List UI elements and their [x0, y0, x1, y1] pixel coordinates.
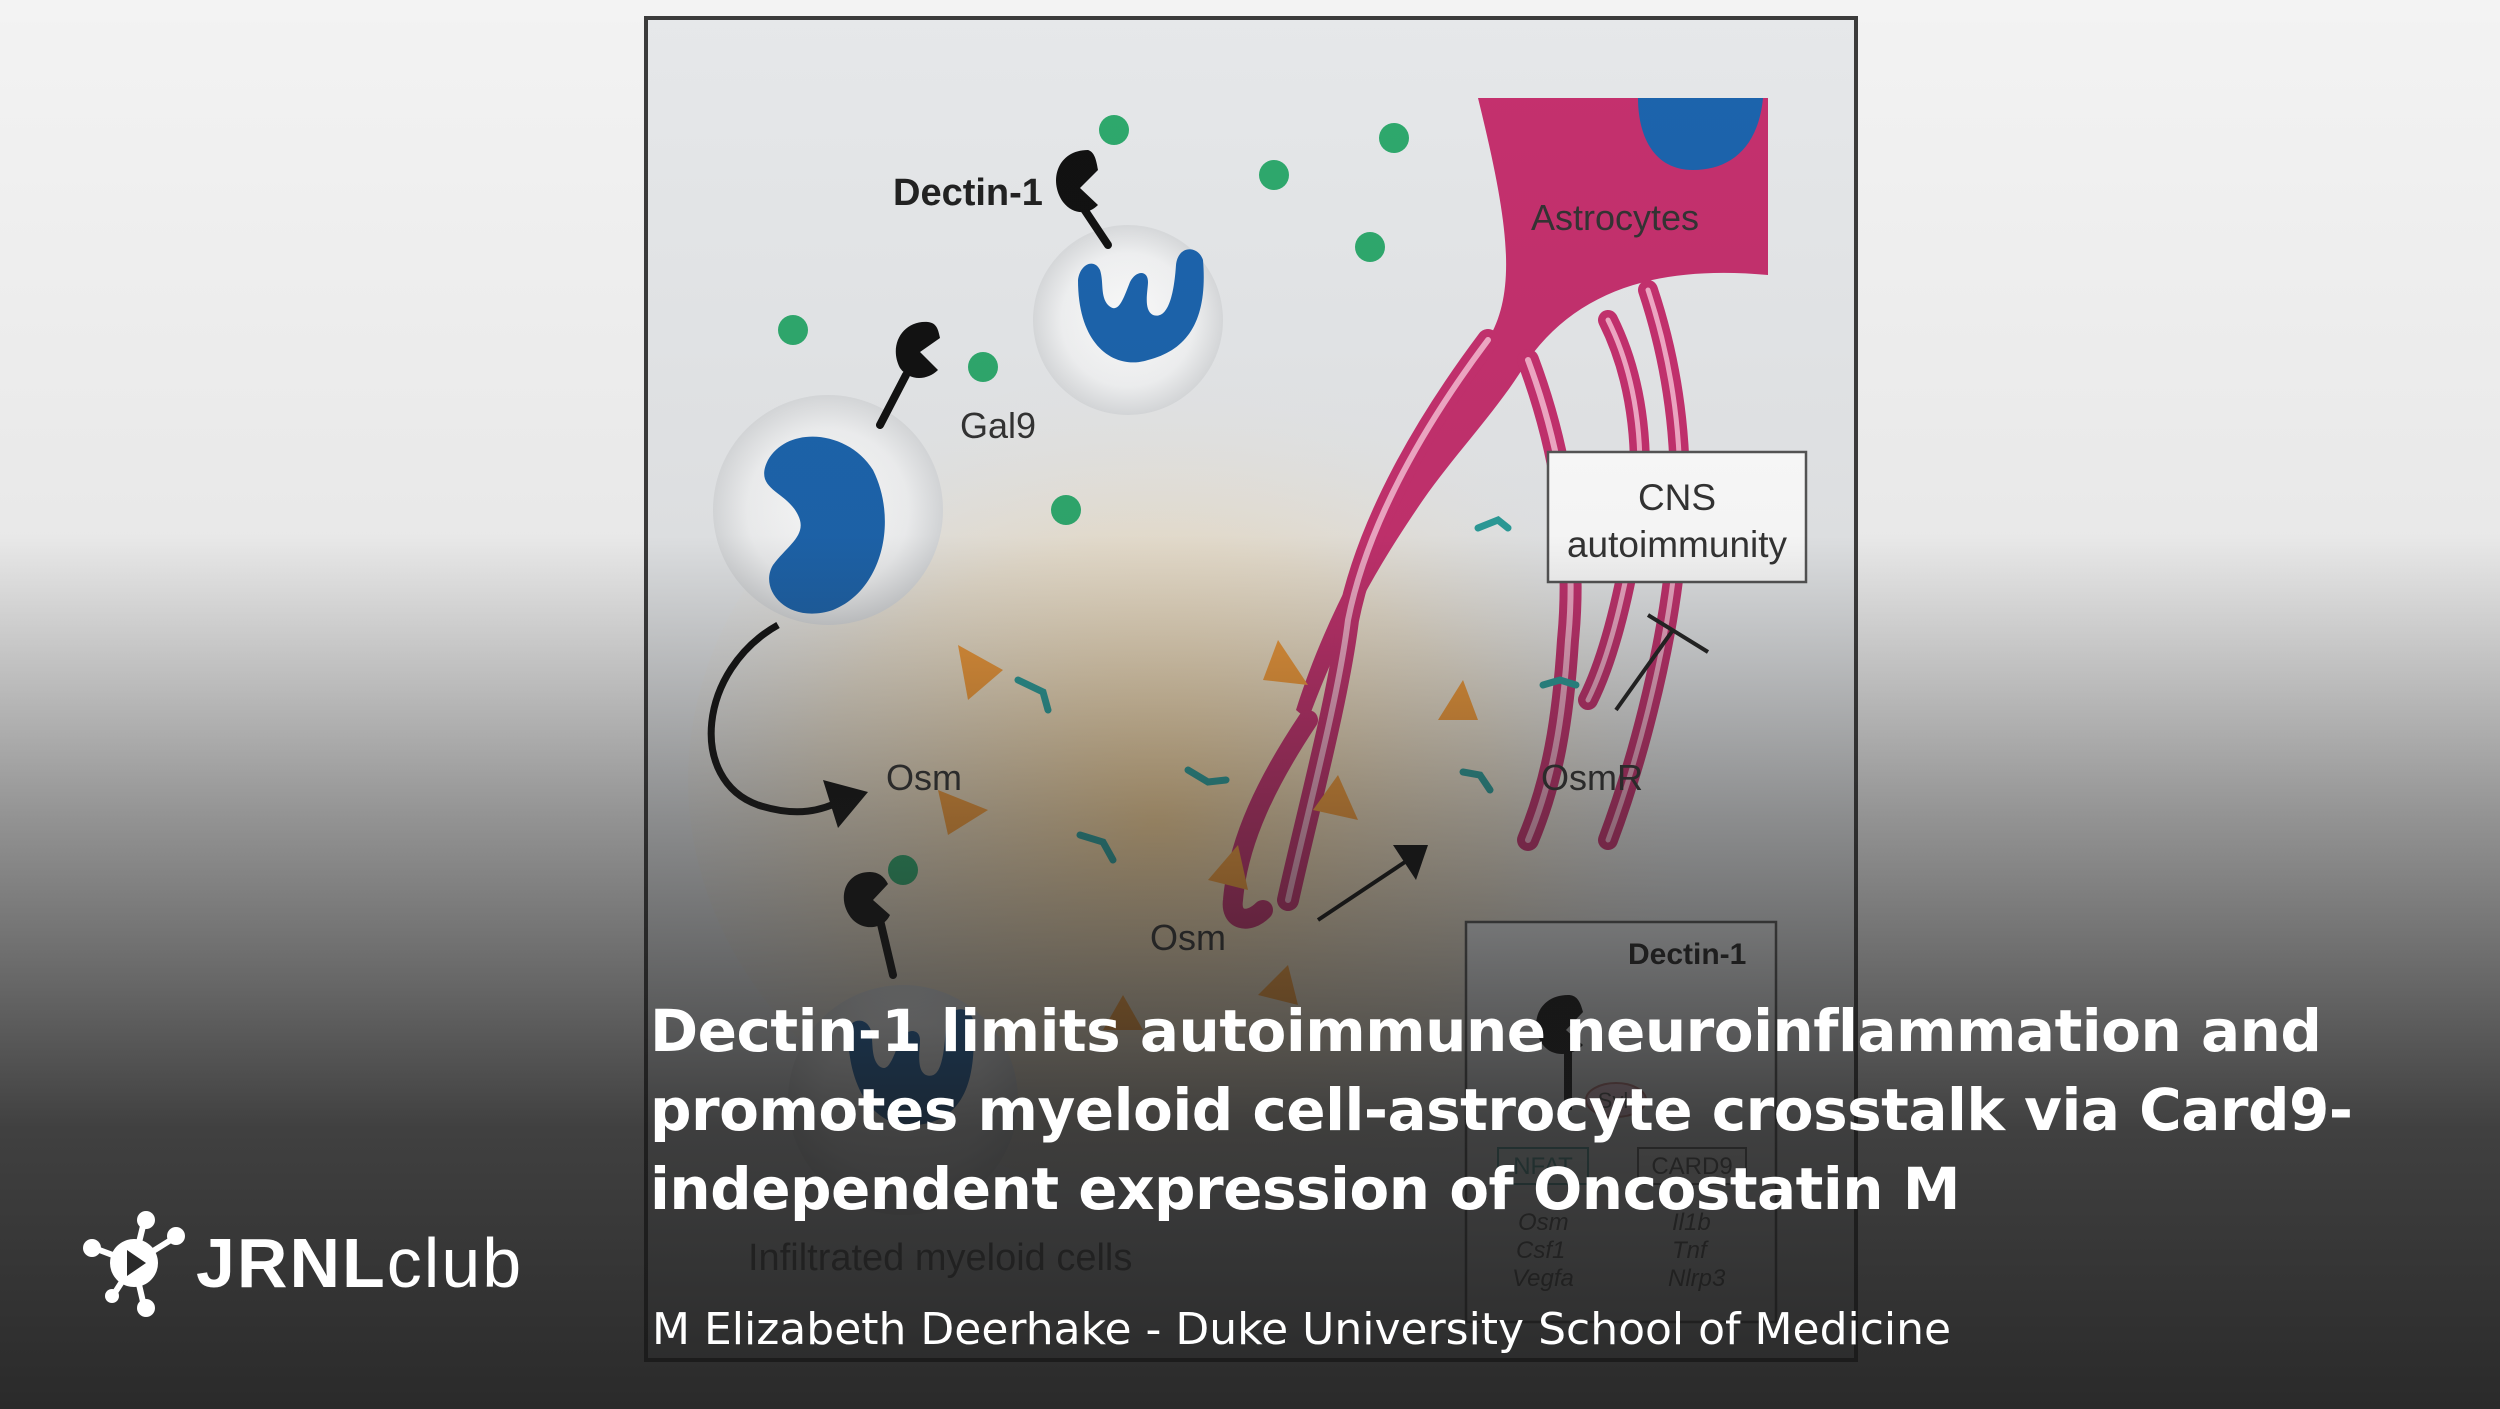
- label-osm-left: Osm: [886, 757, 962, 798]
- myeloid-cell-left: [713, 395, 943, 625]
- gene-nlrp3: Nlrp3: [1668, 1265, 1726, 1292]
- dectin1-receptor-left: [876, 321, 940, 429]
- label-inset-dectin1: Dectin-1: [1628, 938, 1746, 971]
- gene-tnf: Tnf: [1672, 1237, 1709, 1264]
- molecule-play-icon: [83, 1211, 185, 1317]
- video-title: Dectin-1 limits autoimmune neuroinflamma…: [650, 997, 2353, 1223]
- label-infiltrated-cells: Infiltrated myeloid cells: [748, 1237, 1132, 1279]
- gene-csf1: Csf1: [1516, 1237, 1565, 1264]
- label-osm-bottom: Osm: [1150, 917, 1226, 958]
- label-osmr: OsmR: [1541, 757, 1643, 798]
- label-dectin1-top: Dectin-1: [893, 172, 1043, 214]
- brand-light-text: club: [386, 1224, 524, 1302]
- label-astrocytes: Astrocytes: [1531, 197, 1699, 238]
- dectin1-receptor-top: [1056, 150, 1112, 249]
- jrnlclub-logo: JRNLclub: [78, 1208, 523, 1318]
- gene-vegfa: Vegfa: [1512, 1265, 1574, 1292]
- label-cns: CNS: [1638, 477, 1716, 518]
- myeloid-cell-top: [1033, 225, 1223, 415]
- label-gal9: Gal9: [960, 405, 1036, 446]
- brand-bold-text: JRNL: [196, 1224, 387, 1302]
- brand-name: JRNLclub: [196, 1223, 523, 1303]
- label-autoimmunity: autoimmunity: [1567, 524, 1788, 565]
- video-subtitle: M Elizabeth Deerhake - Duke University S…: [652, 1304, 1952, 1355]
